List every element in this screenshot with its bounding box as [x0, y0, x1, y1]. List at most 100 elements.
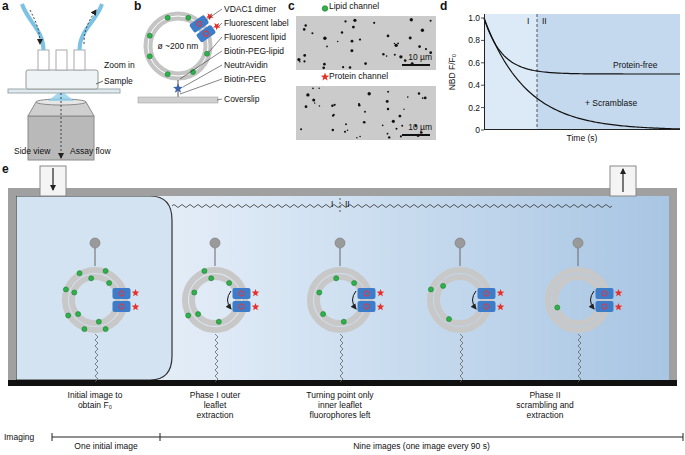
fluorescent-lipid — [165, 72, 170, 77]
illustration-shape — [596, 301, 614, 312]
imaging-timeline — [52, 437, 683, 438]
inner-leaflet — [555, 277, 601, 323]
vesicle-schematic — [138, 97, 218, 103]
flow-arrow — [30, 10, 40, 44]
particle-dot — [297, 58, 300, 61]
particle-dot — [314, 102, 315, 103]
plot-phase-region — [537, 14, 680, 130]
outer-leaflet — [430, 270, 490, 330]
step-caption: Initial image to obtain F₀ — [67, 390, 123, 410]
flow-chamber — [16, 196, 172, 380]
illustration-shape — [602, 291, 607, 296]
particle-dot — [350, 49, 353, 52]
vdac1-dimer — [211, 21, 221, 31]
panel-letter: b — [134, 0, 141, 13]
flow-chamber — [669, 188, 677, 380]
inner-leaflet — [437, 277, 483, 323]
particle-dot — [388, 136, 390, 138]
fluorescent-lipid — [66, 313, 71, 318]
particle-dot — [332, 129, 335, 132]
illustration-shape — [252, 289, 260, 296]
sample-label: Sample — [104, 76, 133, 86]
illustration-shape — [578, 248, 579, 266]
illustration-shape — [132, 289, 140, 296]
flow-chamber — [622, 169, 623, 192]
vesicle-schematic — [178, 91, 179, 97]
fluorescent-lipid — [341, 319, 346, 324]
fluorescent-lipid — [147, 15, 209, 76]
outer-leaflet — [310, 270, 370, 330]
particle-dot — [299, 61, 301, 63]
lipid-marker — [322, 6, 328, 12]
channel-title: Lipid channel — [329, 1, 379, 11]
particle-dot — [394, 43, 396, 45]
part-label: Fluorescent label — [224, 18, 289, 28]
peg-tether — [95, 334, 98, 382]
particle-dot — [387, 35, 390, 38]
inner-leaflet — [72, 277, 118, 323]
imaging-timeline — [52, 433, 683, 441]
illustration-shape — [252, 303, 260, 310]
particle-dot — [399, 55, 402, 58]
outer-leaflet — [548, 270, 608, 330]
illustration-shape — [119, 304, 124, 309]
vdac1-dimer — [196, 20, 203, 27]
step-caption: Phase II scrambling and extraction — [515, 390, 575, 420]
flow-chamber — [40, 166, 66, 196]
vdac1-dimer — [596, 288, 623, 312]
particle-dot — [386, 55, 388, 57]
fluorescent-lipid — [72, 290, 77, 295]
illustration-shape — [132, 303, 140, 310]
phase-label: I — [331, 199, 333, 209]
fluorescent-lipid — [63, 287, 68, 292]
part-label: Fluorescent lipid — [224, 32, 286, 42]
phase-label: II — [542, 16, 547, 26]
scale-bar — [402, 134, 430, 136]
fluorescent-lipid — [321, 312, 326, 317]
flow-arrow — [30, 10, 103, 158]
particle-dot — [394, 54, 396, 56]
flow-chip — [8, 4, 120, 93]
particle-dot — [398, 115, 401, 118]
particle-dot — [404, 59, 407, 62]
timeline-title: Imaging — [4, 432, 34, 442]
particle-dot — [332, 115, 334, 117]
curve-label: Protein-free — [613, 60, 657, 70]
fluorescent-lipid — [82, 327, 87, 332]
imaging-timeline — [160, 433, 161, 441]
illustration-shape — [377, 303, 385, 310]
imaging-timeline — [683, 433, 684, 441]
particle-dot — [337, 41, 338, 42]
particle-dot — [333, 114, 335, 116]
particle-dot — [430, 20, 432, 22]
illustration-shape — [615, 289, 623, 296]
dimension-label: ø ~200 nm — [153, 41, 203, 51]
particle-dot — [300, 128, 302, 130]
particle-dot — [352, 26, 355, 29]
peg-tether — [578, 334, 581, 382]
plot-phase-region — [537, 14, 538, 130]
vesicle — [428, 238, 504, 382]
vdac1-dimer — [189, 10, 223, 43]
particle-dot — [395, 128, 397, 130]
vesicle — [63, 238, 139, 382]
leader-line — [206, 9, 222, 20]
illustration-shape — [497, 289, 505, 296]
particle-dot — [363, 121, 366, 124]
scramble-arrow — [353, 291, 357, 309]
vesicle — [63, 238, 622, 382]
scramble-arrow — [228, 291, 232, 309]
fluorescent-lipid — [147, 54, 152, 59]
particle-dot — [424, 97, 427, 100]
illustration-shape — [460, 248, 461, 266]
flow-chamber — [8, 188, 16, 380]
fluorescent-lipid — [186, 313, 191, 318]
fluorescent-lipid — [96, 319, 101, 324]
fluorescent-lipid — [205, 51, 210, 56]
particle-dot — [418, 92, 420, 94]
phase-label: II — [345, 199, 350, 209]
particle-dot — [319, 105, 321, 107]
flow-label: Assay flow — [70, 146, 111, 156]
plot-phase-region — [484, 14, 680, 130]
